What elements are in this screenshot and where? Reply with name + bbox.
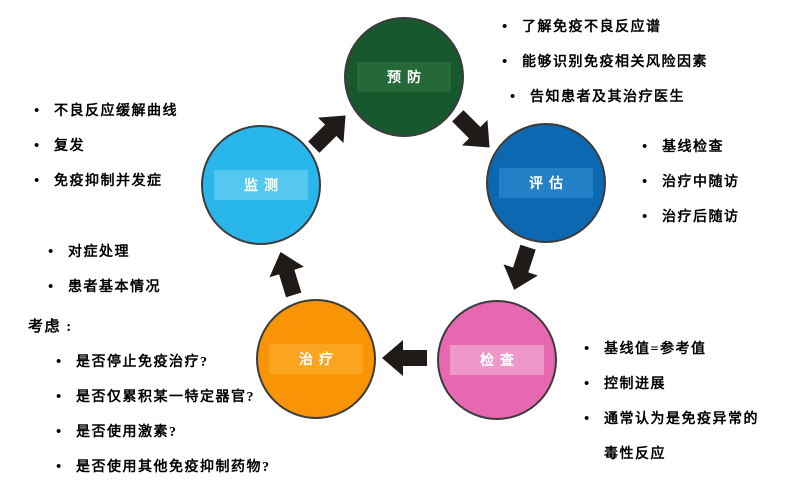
list-item: 治疗中随访: [638, 165, 740, 200]
node-prevention: 预防: [344, 17, 464, 137]
monitoring-extra-notes-list: 对症处理 患者基本情况: [44, 235, 161, 305]
list-item: 基线值=参考值: [580, 332, 764, 367]
arrow-examination-to-treatment-icon: [382, 340, 427, 376]
list-item: 基线检查: [638, 130, 740, 165]
arrow-prevention-to-assessment-icon: [452, 110, 490, 148]
examination-notes-list: 基线值=参考值 控制进展 通常认为是免疫异常的毒性反应: [580, 332, 764, 472]
node-prevention-label: 预防: [357, 62, 451, 92]
node-examination: 检查: [437, 300, 557, 420]
arrow-assessment-to-examination-icon: [503, 244, 538, 290]
arrow-monitoring-to-prevention-icon: [308, 115, 346, 153]
node-assessment: 评估: [486, 123, 606, 243]
treatment-considerations-header: 考虑 :: [28, 319, 73, 335]
list-item: 患者基本情况: [44, 270, 161, 305]
node-monitoring-label: 监测: [214, 170, 308, 200]
arrow-treatment-to-monitoring-icon: [269, 251, 304, 298]
list-item: 不良反应缓解曲线: [30, 94, 178, 129]
list-item: 能够识别免疫相关风险因素: [498, 45, 708, 80]
list-item: 控制进展: [580, 367, 764, 402]
node-examination-label: 检查: [450, 345, 544, 375]
list-item: 通常认为是免疫异常的毒性反应: [580, 402, 764, 472]
prevention-notes-list: 了解免疫不良反应谱 能够识别免疫相关风险因素 告知患者及其治疗医生: [498, 10, 708, 115]
node-treatment: 治疗: [256, 299, 376, 419]
node-treatment-label: 治疗: [269, 344, 363, 374]
node-assessment-label: 评估: [499, 168, 593, 198]
list-item: 治疗后随访: [638, 200, 740, 235]
list-item: 是否仅累积某一特定器官?: [52, 380, 271, 415]
list-item: 免疫抑制并发症: [30, 164, 178, 199]
list-item: 是否使用激素?: [52, 415, 271, 450]
node-monitoring: 监测: [201, 125, 321, 245]
list-item: 对症处理: [44, 235, 161, 270]
assessment-notes-list: 基线检查 治疗中随访 治疗后随访: [638, 130, 740, 235]
list-item: 复发: [30, 129, 178, 164]
treatment-considerations-list: 是否停止免疫治疗? 是否仅累积某一特定器官? 是否使用激素? 是否使用其他免疫抑…: [52, 345, 271, 485]
list-item: 是否使用其他免疫抑制药物?: [52, 450, 271, 485]
list-item: 是否停止免疫治疗?: [52, 345, 271, 380]
list-item: 了解免疫不良反应谱: [498, 10, 708, 45]
list-item: 告知患者及其治疗医生: [506, 80, 708, 115]
monitoring-notes-list: 不良反应缓解曲线 复发 免疫抑制并发症: [30, 94, 178, 199]
